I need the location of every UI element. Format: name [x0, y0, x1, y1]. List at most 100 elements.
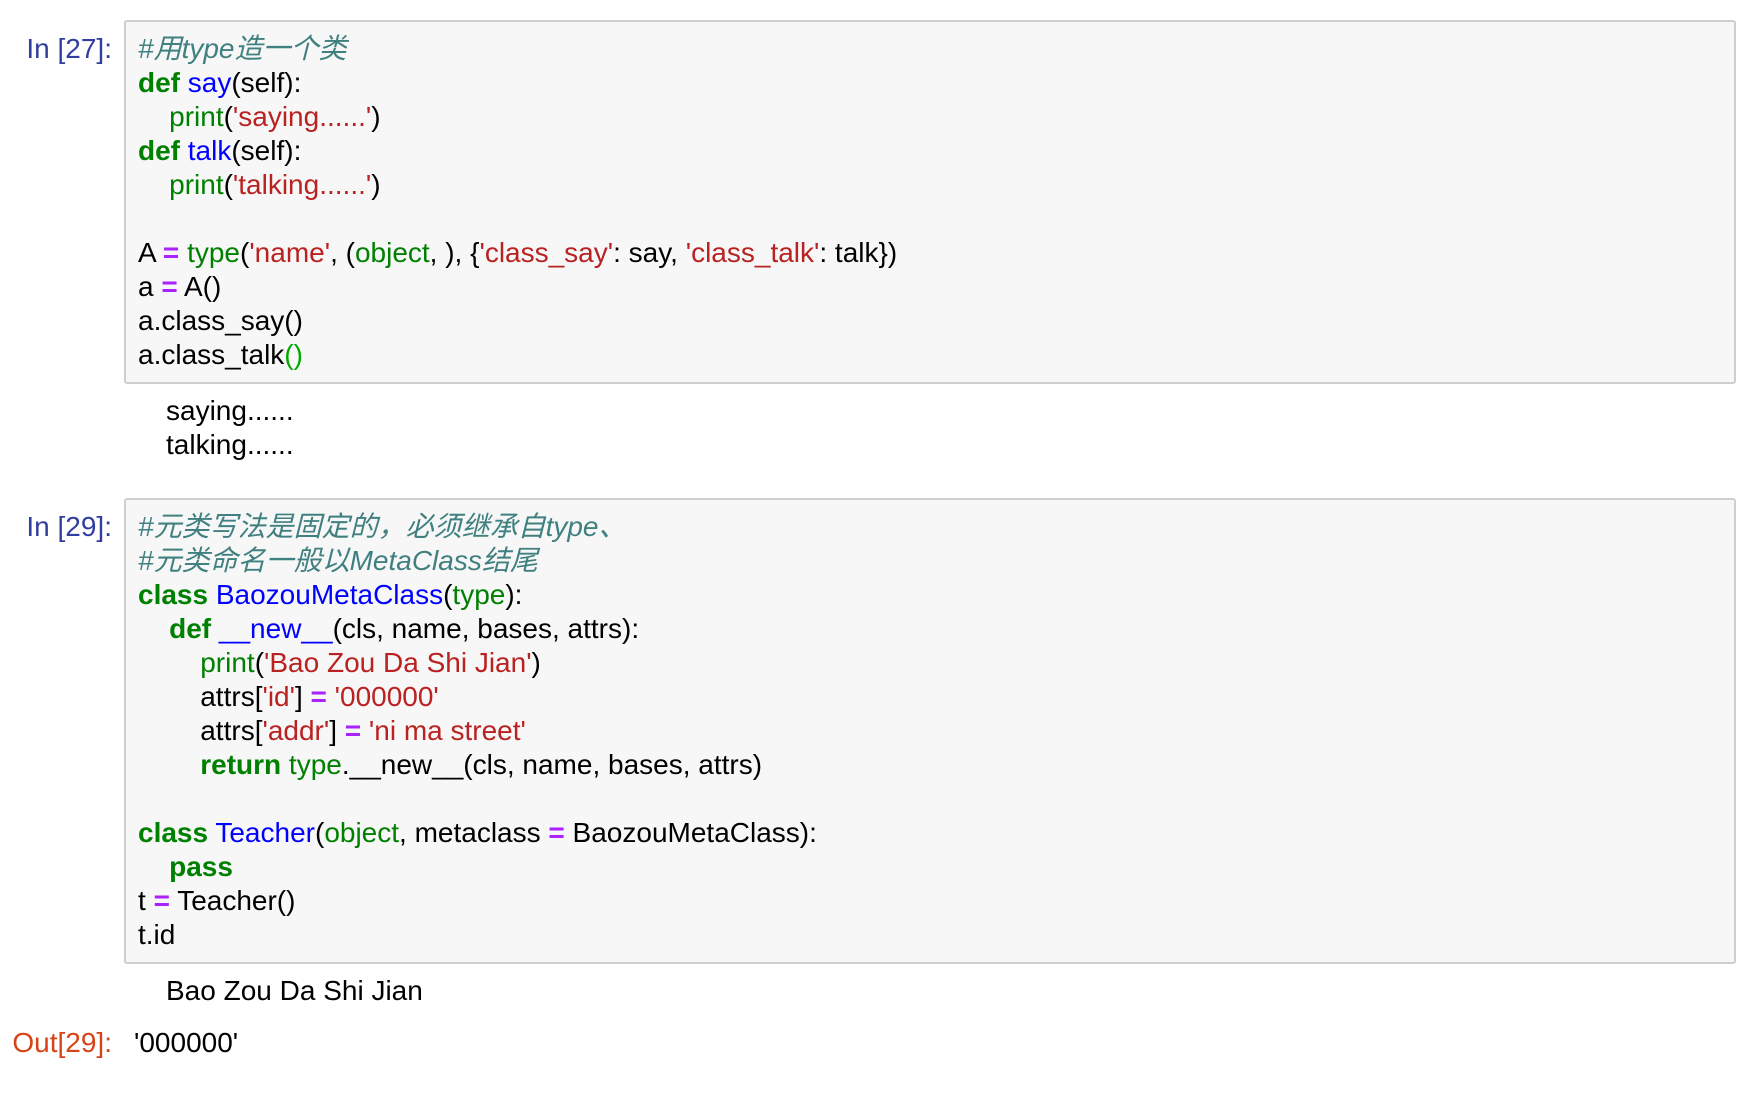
code-token: (: [223, 101, 233, 132]
code-token: attrs[: [200, 715, 263, 746]
code-token: : talk}): [819, 237, 898, 268]
keyword-token: class: [138, 817, 209, 848]
indent: [138, 169, 169, 200]
code-token: [281, 749, 289, 780]
code-token: ): [371, 101, 381, 132]
code-line: print('talking......'): [138, 168, 1722, 202]
builtin-token: type: [288, 749, 342, 780]
code-token: [327, 681, 335, 712]
code-token: Teacher(): [169, 885, 296, 916]
builtin-token: print: [169, 169, 224, 200]
code-token: A(): [177, 271, 222, 302]
code-token: , (: [330, 237, 355, 268]
comment-token: #用type造一个类: [138, 33, 347, 64]
code-token: ): [531, 647, 541, 678]
code-token: ): [371, 169, 381, 200]
string-token: '000000': [334, 681, 439, 712]
string-token: 'class_say': [479, 237, 614, 268]
code-token: A: [138, 237, 163, 268]
stdout-line: Bao Zou Da Shi Jian: [166, 975, 423, 1006]
operator-token: =: [310, 681, 327, 712]
stdout-line: talking......: [166, 429, 294, 460]
code-token: t: [138, 885, 154, 916]
builtin-token: type: [187, 237, 240, 268]
string-token: 'addr': [262, 715, 330, 746]
function-name-token: talk: [187, 135, 232, 166]
code-token: [361, 715, 369, 746]
code-line: t.id: [138, 918, 1722, 952]
code-line-blank: [138, 202, 1722, 236]
code-token: BaozouMetaClass):: [564, 817, 817, 848]
code-token: : say,: [613, 237, 686, 268]
code-token: (self):: [231, 67, 302, 98]
code-token: , metaclass: [399, 817, 549, 848]
operator-token: =: [548, 817, 565, 848]
code-line: a = A(): [138, 270, 1722, 304]
string-token: 'Bao Zou Da Shi Jian': [264, 647, 532, 678]
code-token: (: [240, 237, 250, 268]
keyword-token: def: [169, 613, 212, 644]
code-line-blank: [138, 782, 1722, 816]
comment-token: #元类命名一般以MetaClass结尾: [138, 545, 538, 576]
indent: [138, 715, 200, 746]
indent: [138, 613, 169, 644]
matched-bracket-token: (): [284, 339, 303, 370]
code-line: #元类写法是固定的，必须继承自type、: [138, 510, 1722, 544]
keyword-token: def: [138, 67, 180, 98]
stdout-text: Bao Zou Da Shi Jian: [124, 974, 423, 1008]
string-token: 'name': [249, 237, 331, 268]
stdout-line: saying......: [166, 395, 294, 426]
operator-token: =: [161, 271, 178, 302]
code-token: (self):: [231, 135, 302, 166]
result-area-29: Out[29]: '000000': [0, 1026, 1758, 1060]
code-token: [179, 237, 187, 268]
keyword-token: def: [138, 135, 180, 166]
code-token: t.id: [138, 919, 176, 950]
builtin-token: object: [324, 817, 400, 848]
code-line: #用type造一个类: [138, 32, 1722, 66]
code-token: (: [314, 817, 325, 848]
code-line: return type.__new__(cls, name, bases, at…: [138, 748, 1722, 782]
code-line: def __new__(cls, name, bases, attrs):: [138, 612, 1722, 646]
code-token: ]: [329, 715, 345, 746]
code-line: print('Bao Zou Da Shi Jian'): [138, 646, 1722, 680]
keyword-token: class: [138, 579, 209, 610]
code-token: (: [254, 647, 265, 678]
code-line: #元类命名一般以MetaClass结尾: [138, 544, 1722, 578]
indent: [138, 681, 200, 712]
code-line: A = type('name', (object, ), {'class_say…: [138, 236, 1722, 270]
code-token: ]: [294, 681, 311, 712]
code-line: class Teacher(object, metaclass = Baozou…: [138, 816, 1722, 850]
indent: [138, 749, 200, 780]
builtin-token: object: [354, 237, 430, 268]
code-cell-27[interactable]: In [27]: #用type造一个类 def say(self): print…: [0, 20, 1758, 384]
operator-token: =: [162, 237, 180, 268]
code-token: a.class_say(): [138, 305, 303, 336]
output-area-29: Bao Zou Da Shi Jian: [0, 974, 1758, 1008]
comment-token: #元类写法是固定的，必须继承自type、: [138, 511, 627, 542]
code-line: class BaozouMetaClass(type):: [138, 578, 1722, 612]
code-line: t = Teacher(): [138, 884, 1722, 918]
code-editor[interactable]: #用type造一个类 def say(self): print('saying.…: [124, 20, 1736, 384]
code-line: a.class_talk(): [138, 338, 1722, 372]
code-token: (: [223, 169, 233, 200]
code-token: .__new__(cls, name, bases, attrs): [341, 749, 763, 780]
code-token: attrs[: [200, 681, 263, 712]
output-area-27: saying......talking......: [0, 394, 1758, 462]
class-name-token: BaozouMetaClass: [215, 579, 444, 610]
code-cell-29[interactable]: In [29]: #元类写法是固定的，必须继承自type、 #元类命名一般以Me…: [0, 498, 1758, 964]
indent: [138, 101, 169, 132]
string-token: 'saying......': [232, 101, 372, 132]
code-token: (: [443, 579, 453, 610]
code-editor[interactable]: #元类写法是固定的，必须继承自type、 #元类命名一般以MetaClass结尾…: [124, 498, 1736, 964]
string-token: 'ni ma street': [368, 715, 526, 746]
stdout-text: saying......talking......: [124, 394, 294, 462]
builtin-token: print: [169, 101, 224, 132]
string-token: 'class_talk': [685, 237, 820, 268]
indent: [138, 647, 200, 678]
builtin-token: type: [452, 579, 506, 610]
code-token: (cls, name, bases, attrs):: [332, 613, 640, 644]
code-line: def say(self):: [138, 66, 1722, 100]
string-token: 'talking......': [232, 169, 372, 200]
